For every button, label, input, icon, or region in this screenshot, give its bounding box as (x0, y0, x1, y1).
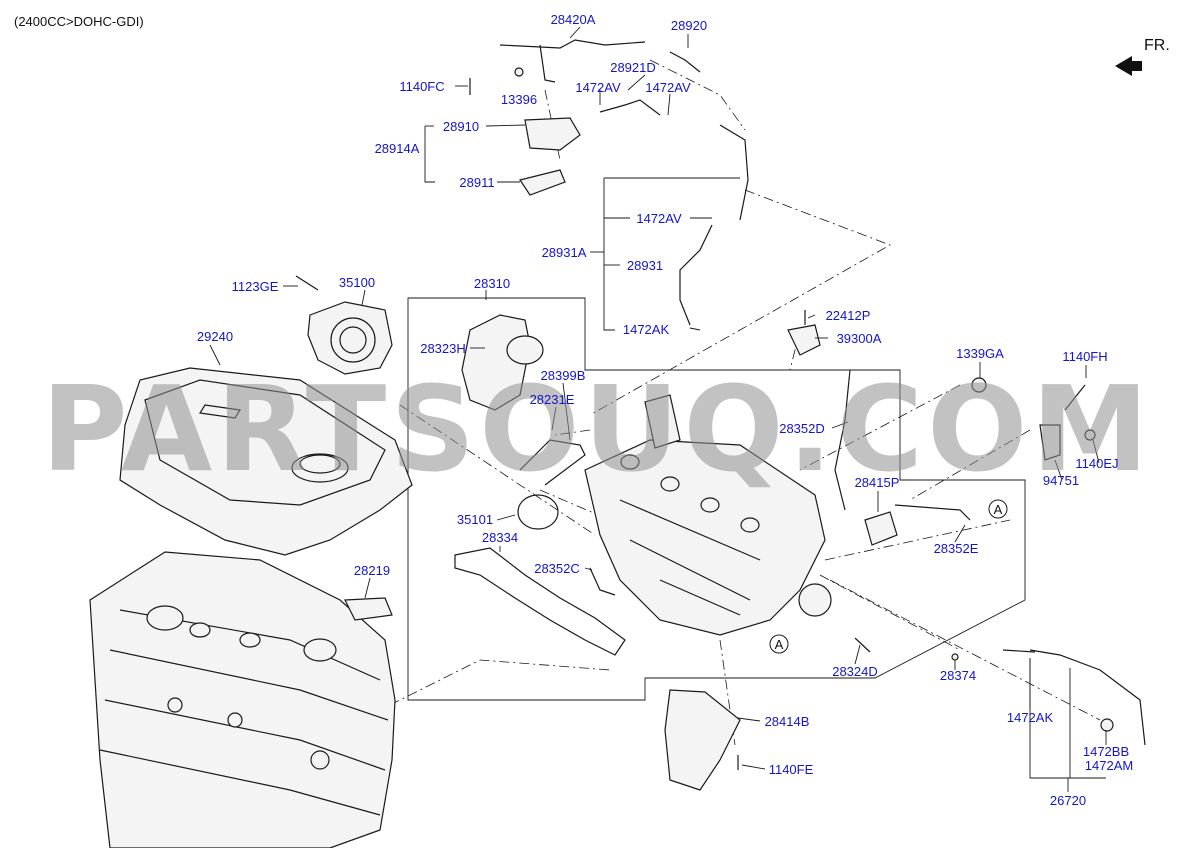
o-ring (517, 494, 559, 530)
part-28219[interactable]: 28219 (354, 563, 390, 578)
part-1339GA[interactable]: 1339GA (956, 346, 1004, 361)
callout-a-upper: A (988, 499, 1008, 519)
front-direction-label: FR. (1144, 37, 1170, 54)
part-1472AK-b[interactable]: 1472AK (1007, 710, 1054, 725)
callout-a-label-2: A (775, 637, 784, 652)
part-1472AM[interactable]: 1472AM (1085, 758, 1133, 773)
part-1472AV-c[interactable]: 1472AV (636, 211, 682, 226)
part-28920[interactable]: 28920 (671, 18, 707, 33)
front-arrow-icon (1115, 56, 1142, 76)
part-28324D[interactable]: 28324D (832, 664, 878, 679)
part-28415P[interactable]: 28415P (855, 475, 900, 490)
throttle-body (295, 275, 393, 375)
part-28231E[interactable]: 28231E (530, 392, 575, 407)
callout-a-label: A (994, 502, 1003, 517)
intake-manifold (584, 394, 832, 636)
manifold-gasket (454, 547, 626, 656)
part-28921D[interactable]: 28921D (610, 60, 656, 75)
part-28911[interactable]: 28911 (459, 175, 494, 190)
watermark: PARTSOUQ.COM (41, 360, 1153, 498)
actuator (461, 314, 544, 411)
part-28931A[interactable]: 28931A (542, 245, 587, 260)
part-28420A[interactable]: 28420A (551, 12, 596, 27)
part-labels: 28420A 28920 28921D 1140FC 13396 1472AV … (197, 12, 1133, 808)
part-1472AV-a[interactable]: 1472AV (575, 80, 621, 95)
part-28399B[interactable]: 28399B (541, 368, 586, 383)
leader-lines (209, 26, 1107, 792)
part-1472AK-a[interactable]: 1472AK (623, 322, 670, 337)
part-35101[interactable]: 35101 (457, 512, 493, 527)
part-29240[interactable]: 29240 (197, 329, 233, 344)
pcv-hoses (499, 39, 1146, 746)
part-28352C[interactable]: 28352C (534, 561, 580, 576)
part-1472BB[interactable]: 1472BB (1083, 744, 1129, 759)
part-28323H[interactable]: 28323H (420, 341, 466, 356)
part-22412P[interactable]: 22412P (826, 308, 871, 323)
part-28310[interactable]: 28310 (474, 276, 510, 291)
callout-a-lower: A (769, 634, 789, 654)
hardware (344, 67, 1114, 791)
part-1140FE[interactable]: 1140FE (769, 762, 814, 777)
part-13396[interactable]: 13396 (501, 92, 537, 107)
part-1472AV-b[interactable]: 1472AV (645, 80, 691, 95)
part-26720[interactable]: 26720 (1050, 793, 1086, 808)
part-35100[interactable]: 35100 (339, 275, 375, 290)
part-28352D[interactable]: 28352D (779, 421, 825, 436)
engine-cover (119, 367, 413, 556)
part-28910[interactable]: 28910 (443, 119, 479, 134)
part-1140FC[interactable]: 1140FC (399, 79, 444, 94)
part-28352E[interactable]: 28352E (934, 541, 979, 556)
part-28414B[interactable]: 28414B (765, 714, 810, 729)
part-28914A[interactable]: 28914A (375, 141, 420, 156)
part-28374[interactable]: 28374 (940, 668, 976, 683)
engine-variant-label: (2400CC>DOHC-GDI) (14, 14, 144, 29)
assembly-frame (407, 297, 1026, 701)
part-1140FH[interactable]: 1140FH (1062, 349, 1107, 364)
part-39300A[interactable]: 39300A (837, 331, 882, 346)
part-28931[interactable]: 28931 (627, 258, 663, 273)
part-94751[interactable]: 94751 (1043, 473, 1079, 488)
cylinder-head (89, 551, 396, 848)
part-1123GE[interactable]: 1123GE (232, 279, 279, 294)
link-rod (519, 439, 586, 486)
part-28334[interactable]: 28334 (482, 530, 518, 545)
part-1140EJ[interactable]: 1140EJ (1075, 456, 1118, 471)
